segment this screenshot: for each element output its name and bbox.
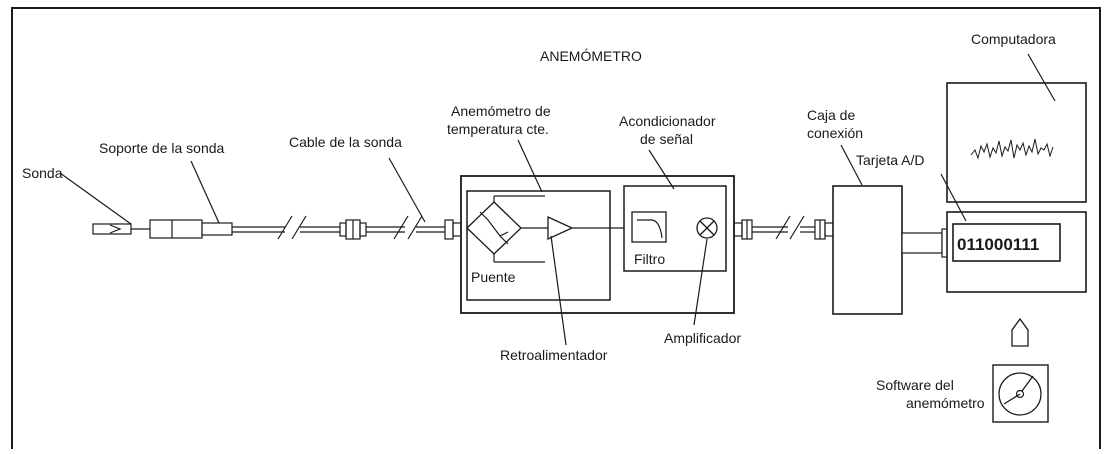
leader-ad-card	[940, 173, 967, 222]
leader-probe-support	[190, 160, 220, 224]
leader-signal-cond	[648, 149, 675, 190]
label-probe-support: Soporte de la sonda	[99, 140, 225, 156]
label-signal-cond-line1: Acondicionador	[619, 113, 716, 129]
label-cta-line2: temperatura cte.	[447, 121, 549, 137]
cta-box	[466, 190, 624, 301]
leader-probe-cable	[388, 157, 426, 223]
leader-amplifier	[693, 238, 708, 326]
probe	[92, 223, 150, 235]
label-ad-card: Tarjeta A/D	[856, 152, 924, 168]
label-software-line2: anemómetro	[906, 395, 985, 411]
label-cta-line1: Anemómetro de	[451, 103, 551, 119]
gauge-icon	[992, 364, 1049, 423]
filter-curve	[637, 219, 663, 239]
box-to-computer-link	[901, 228, 951, 258]
leader-box	[840, 144, 863, 186]
title: ANEMÓMETRO	[540, 48, 642, 64]
feedback-amplifier-triangle	[547, 215, 574, 241]
label-computer: Computadora	[971, 31, 1056, 47]
ad-readout: 011000111	[957, 235, 1039, 254]
label-feedback: Retroalimentador	[500, 347, 608, 363]
filter-block	[631, 211, 667, 243]
leader-cta	[517, 139, 543, 193]
probe-support	[149, 219, 233, 239]
label-software-line1: Software del	[876, 377, 954, 393]
signal-conditioner-box	[623, 185, 727, 272]
label-amplifier: Amplificador	[664, 330, 741, 346]
connection-box	[832, 185, 903, 315]
bridge-wire	[479, 211, 509, 245]
computer-monitor	[946, 82, 1087, 203]
label-box-line1: Caja de	[807, 107, 855, 123]
leader-probe	[59, 172, 132, 225]
label-probe-cable: Cable de la sonda	[289, 134, 402, 150]
label-signal-cond-line2: de señal	[640, 131, 693, 147]
leader-feedback	[550, 235, 567, 346]
label-box-line2: conexión	[807, 125, 863, 141]
signal-trace	[970, 138, 1054, 160]
probe-cable	[232, 215, 462, 240]
leader-computer	[1027, 53, 1056, 102]
ad-card	[952, 223, 1061, 262]
label-probe: Sonda	[22, 165, 63, 181]
connection-cable	[733, 215, 834, 240]
label-filter: Filtro	[634, 251, 665, 267]
upload-arrow-icon	[1011, 317, 1029, 347]
label-bridge: Puente	[471, 269, 516, 285]
outer-frame	[11, 7, 1101, 449]
